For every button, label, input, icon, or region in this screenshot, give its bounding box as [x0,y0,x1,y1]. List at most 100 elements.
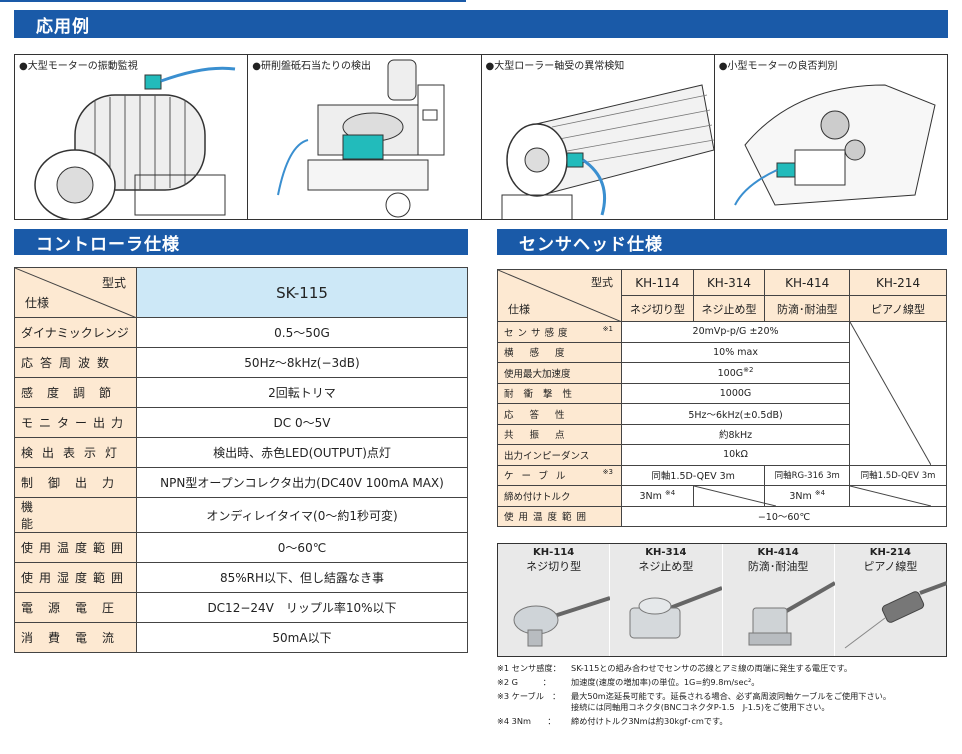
model-type: 防滴･耐油型 [764,295,851,322]
row-label: ダイナミックレンジ [14,317,137,348]
row-value: 約8kHz [620,423,851,445]
row-value: 5Hz～6kHz(±0.5dB) [620,403,851,425]
row-label: 機能 [14,497,137,533]
application-large-motor: ●大型モーターの振動監視 [15,55,249,219]
model-type: ネジ切り型 [621,295,694,322]
row-label: センサ感度※1 [497,321,622,343]
photo-model-type: ネジ切り型 [526,560,582,573]
row-value: DC12−24V リップル率10%以下 [136,592,468,623]
table-row: 検出表示灯検出時、赤色LED(OUTPUT)点灯 [14,437,468,468]
photo-model-name: KH-214 [869,547,911,558]
row-label: 耐衝撃性 [497,382,622,404]
table-row: ケーブル※3 同軸1.5D-QEV 3m 同軸RG-316 3m 同軸1.5D-… [497,464,947,486]
footnote-key: ※2 G ： [497,677,551,687]
application-label: ●小型モーターの良否判別 [718,61,838,72]
table-row: 使用温度範囲−10～60℃ [497,505,947,527]
controller-model: SK-115 [136,267,468,318]
row-value: 同軸1.5D-QEV 3m [620,464,766,486]
applications-header: 応用例 [14,10,948,38]
table-row: センサ感度※1 20mVp-p/G ±20% [497,321,947,466]
row-value: 20mVp-p/G ±20% [620,321,851,343]
footnote: ※4 3Nm ： 締め付けトルク3Nmは約30kgf･cmです。 [497,716,957,727]
row-value: 検出時、赤色LED(OUTPUT)点灯 [136,437,468,468]
footnote-text: 締め付けトルク3Nmは約30kgf･cmです。 [571,716,728,726]
row-value: 同軸RG-316 3m [764,464,851,486]
diagonal-line [693,486,776,506]
footnote-key: ※1 センサ感度： [497,663,561,673]
footnotes: ※1 センサ感度：SK-115との組み合わせでセンサの芯線とアミ線の両端に発生す… [497,663,957,730]
row-label: 使用温度範囲 [497,505,622,527]
application-small-motor: ●小型モーターの良否判別 [715,55,947,219]
applications-grid: ●大型モーターの振動監視 ●研削盤砥石当たりの検出 ●大型ローラ [14,54,948,220]
application-grinder: ●研削盤砥石当たりの検出 [248,55,482,219]
kh-214-sensor-image [844,581,947,649]
row-label: 電源電圧 [14,592,137,623]
row-value: 3Nm ※4 [621,485,694,507]
row-label: 検出表示灯 [14,437,137,468]
table-row: 機能オンディレイタイマ(0～約1秒可変) [14,497,468,533]
model-name: KH-314 [692,269,766,296]
footnote-key: ※4 3Nm ： [497,716,556,726]
header-model-label: 型式 [101,276,126,290]
photo-kh-314: KH-314 ネジ止め型 [610,544,723,656]
header-corner: 型式 仕様 [14,267,137,318]
row-value: 100G※2 [620,362,851,384]
photo-kh-114: KH-114 ネジ切り型 [498,544,611,656]
photo-model-type: ネジ止め型 [638,560,694,573]
row-value: DC 0～5V [136,407,468,438]
top-rule [0,0,466,2]
row-value: 0.5～50G [136,317,468,348]
header-spec-label: 仕様 [25,296,50,310]
row-label: モニター出力 [14,407,137,438]
controller-header: コントローラ仕様 [14,229,468,255]
large-motor-illustration [34,66,236,219]
footnote: ※1 センサ感度：SK-115との組み合わせでセンサの芯線とアミ線の両端に発生す… [497,663,957,674]
controller-title: コントローラ仕様 [36,234,180,255]
row-label: 感度調節 [14,377,137,408]
row-label: 使用温度範囲 [14,532,137,563]
row-label: 使用最大加速度 [497,362,622,384]
row-value: 10kΩ [620,444,851,466]
row-value: 同軸1.5D-QEV 3m [849,464,947,486]
table-header-row: 型式 仕様 KH-114 KH-314 KH-414 KH-214 [497,269,947,322]
footnote-text: 最大50m迄延長可能です。延長される場合、必ず高周波同軸ケーブルをご使用下さい。… [571,691,892,712]
diagonal-line [15,268,137,318]
row-value: 3Nm ※4 [764,485,851,507]
row-label: 使用湿度範囲 [14,562,137,593]
row-label: 消費電流 [14,622,137,653]
row-value: 1000G [620,382,851,404]
photo-model-type: ピアノ線型 [863,560,918,573]
application-large-roller: ●大型ローラー軸受の異常検知 [482,55,715,219]
small-motor-illustration [733,84,936,206]
table-header-row: 型式 仕様 SK-115 [14,267,468,318]
sensor-title: センサヘッド仕様 [519,234,663,255]
photo-kh-214: KH-214 ピアノ線型 [834,544,947,656]
sensor-header: センサヘッド仕様 [497,229,947,255]
row-value: NPN型オープンコレクタ出力(DC40V 100mA MAX) [136,467,468,498]
grinder-illustration [277,59,445,218]
row-label: 出力インピーダンス [497,444,622,466]
row-value: 10% max [620,341,851,363]
not-applicable-cell [849,321,947,466]
model-type: ピアノ線型 [849,295,947,322]
photo-model-type: 防滴･耐油型 [747,560,809,573]
row-value: 50Hz～8kHz(−3dB) [136,347,468,378]
header-corner: 型式 仕様 [497,269,622,322]
kh-314-sensor-image [629,586,723,639]
diagonal-line [850,322,932,465]
row-value: 0～60℃ [136,532,468,563]
diagonal-line [498,270,622,322]
photo-model-name: KH-314 [645,547,687,558]
row-label: 共振点 [497,423,622,445]
row-label: 締め付けトルク [497,485,622,507]
